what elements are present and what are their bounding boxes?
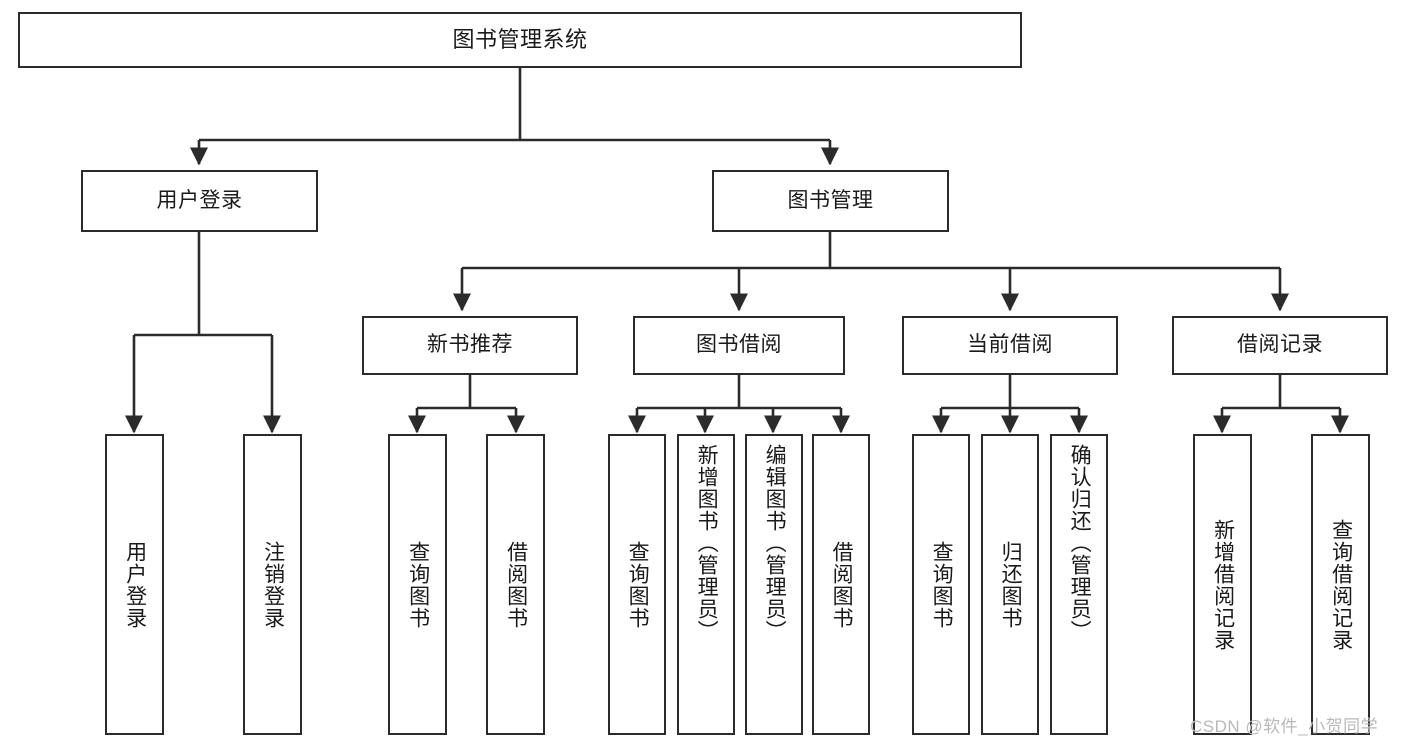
node-leaf-borrow-book-1[interactable]: 借阅图书 [486, 434, 545, 735]
node-label: 编辑图书（管理员） [763, 444, 787, 642]
node-label: 新增借阅记录 [1211, 518, 1235, 651]
node-label: 图书管理 [787, 188, 874, 212]
node-label: 用户登录 [156, 188, 243, 212]
node-borrow-record[interactable]: 借阅记录 [1172, 316, 1388, 375]
node-leaf-return-book[interactable]: 归还图书 [981, 434, 1039, 735]
node-leaf-add-book[interactable]: 新增图书（管理员） [677, 434, 735, 735]
node-leaf-query-book-1[interactable]: 查询图书 [388, 434, 447, 735]
node-leaf-edit-book[interactable]: 编辑图书（管理员） [745, 434, 803, 735]
node-label: 当前借阅 [967, 333, 1053, 357]
node-label: 图书管理系统 [452, 27, 588, 53]
node-label: 查询借阅记录 [1329, 518, 1353, 651]
node-book-manage[interactable]: 图书管理 [712, 170, 949, 232]
node-label: 查询图书 [626, 540, 650, 629]
node-label: 归还图书 [999, 540, 1023, 629]
node-leaf-add-record[interactable]: 新增借阅记录 [1193, 434, 1252, 735]
node-label: 借阅图书 [830, 540, 854, 629]
node-label: 新增图书（管理员） [695, 444, 719, 642]
node-label: 注销登录 [261, 540, 285, 629]
node-label: 查询图书 [406, 540, 430, 629]
node-current-borrow[interactable]: 当前借阅 [902, 316, 1118, 375]
node-leaf-query-book-2[interactable]: 查询图书 [608, 434, 666, 735]
node-leaf-query-book-3[interactable]: 查询图书 [912, 434, 970, 735]
node-leaf-confirm-return[interactable]: 确认归还（管理员） [1050, 434, 1108, 735]
node-new-book-rec[interactable]: 新书推荐 [362, 316, 578, 375]
node-label: 借阅图书 [504, 540, 528, 629]
node-label: 查询图书 [930, 540, 954, 629]
node-leaf-user-login[interactable]: 用户登录 [105, 434, 164, 735]
node-root-system[interactable]: 图书管理系统 [18, 12, 1022, 68]
node-label: 用户登录 [123, 540, 147, 629]
node-leaf-user-logout[interactable]: 注销登录 [243, 434, 302, 735]
node-leaf-query-record[interactable]: 查询借阅记录 [1311, 434, 1370, 735]
node-label: 借阅记录 [1237, 333, 1323, 357]
node-label: 确认归还（管理员） [1068, 444, 1092, 642]
node-label: 新书推荐 [427, 333, 513, 357]
node-label: 图书借阅 [696, 333, 782, 357]
node-user-login[interactable]: 用户登录 [81, 170, 318, 232]
csdn-watermark: CSDN @软件_小贺同学 [1190, 717, 1379, 736]
node-book-borrow[interactable]: 图书借阅 [633, 316, 845, 375]
node-leaf-borrow-book-2[interactable]: 借阅图书 [812, 434, 870, 735]
